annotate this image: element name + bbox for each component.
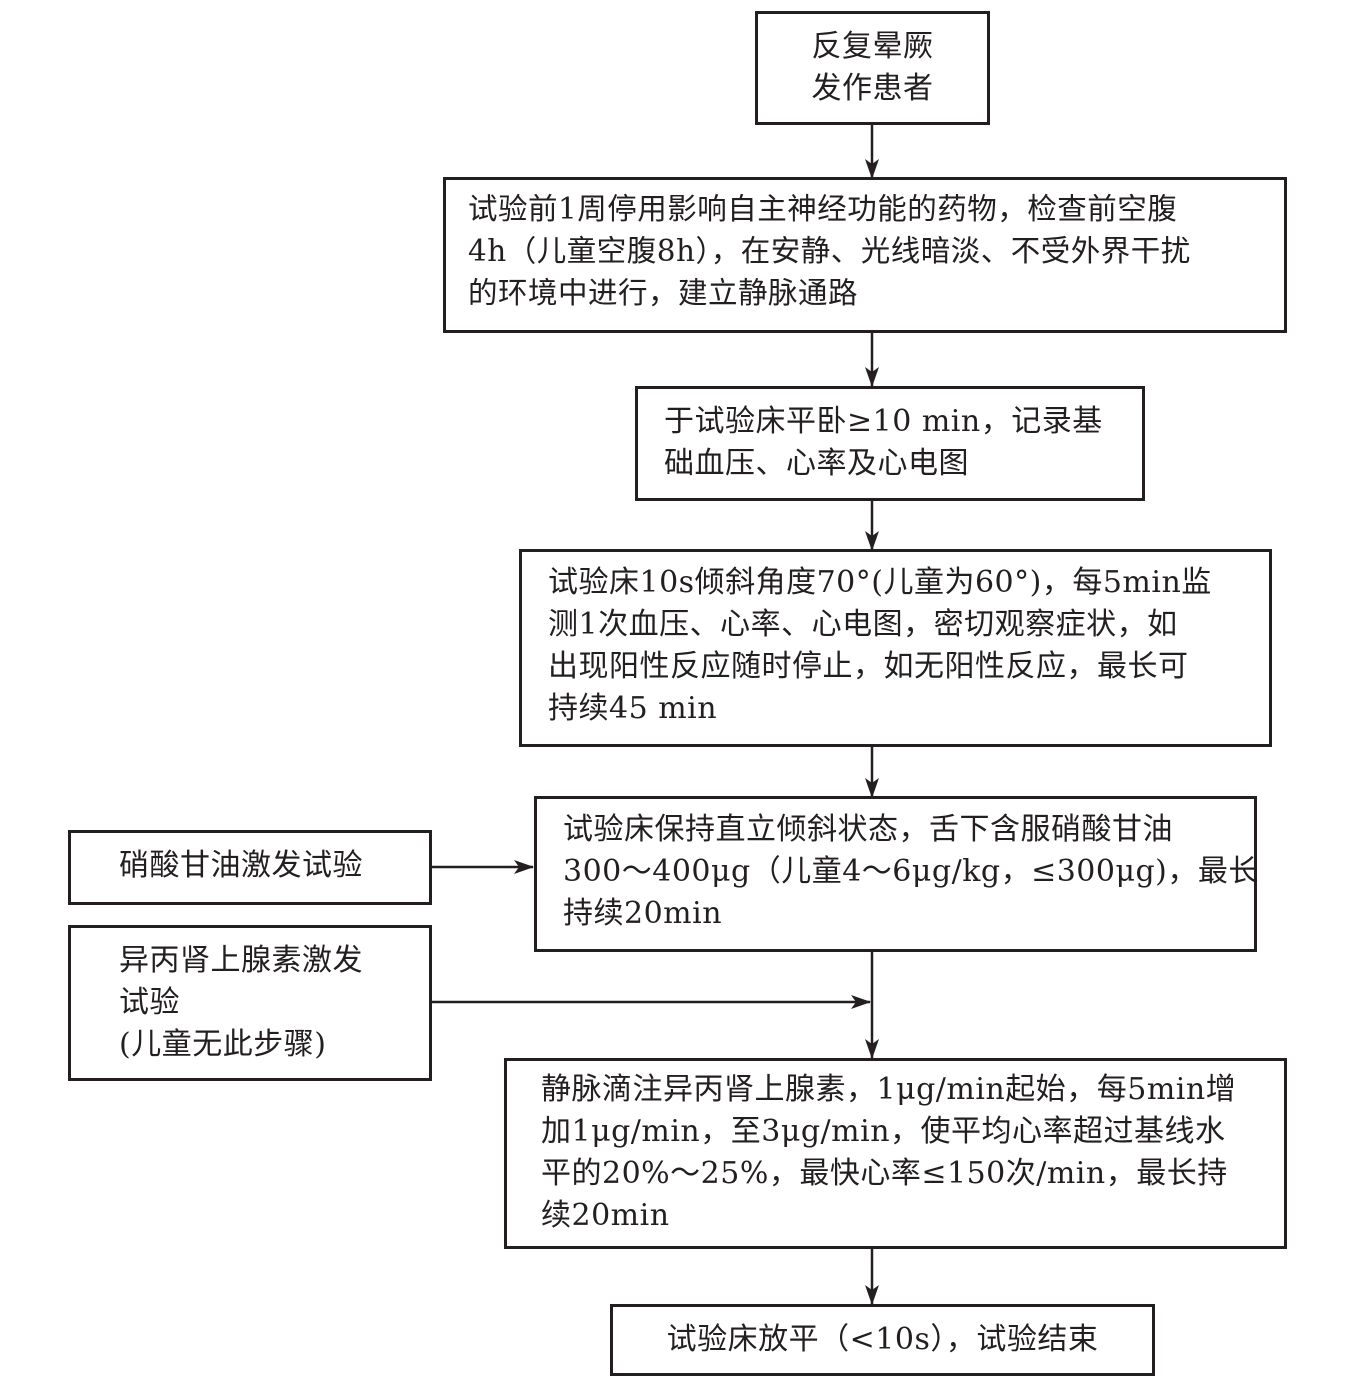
node-start-line-2: 发作患者 — [811, 71, 934, 106]
node-prep-line-2: 4h（儿童空腹8h），在安静、光线暗淡、不受外界干扰 — [468, 234, 1191, 268]
node-prep-line-1: 试验前1周停用影响自主神经功能的药物，检查前空腹 — [468, 192, 1178, 226]
node-start-line-1: 反复晕厥 — [811, 29, 934, 64]
node-iso-step-line-2: 加1μg/min，至3μg/min，使平均心率超过基线水 — [541, 1114, 1226, 1149]
node-nitro-test: 硝酸甘油激发试验 — [68, 830, 432, 905]
node-tilt-line-1: 试验床10s倾斜角度70°(儿童为60°)，每5min监 — [548, 565, 1212, 600]
node-nitro-step: 试验床保持直立倾斜状态，舌下含服硝酸甘油 300～400μg（儿童4～6μg/k… — [534, 796, 1259, 952]
node-iso-test: 异丙肾上腺素激发 试验 (儿童无此步骤) — [68, 925, 432, 1081]
node-iso-step-line-4: 续20min — [541, 1198, 670, 1233]
node-tilt-line-4: 持续45 min — [548, 691, 718, 726]
node-iso-step: 静脉滴注异丙肾上腺素，1μg/min起始，每5min增 加1μg/min，至3μ… — [504, 1058, 1287, 1249]
node-tilt-line-2: 测1次血压、心率、心电图，密切观察症状，如 — [548, 607, 1178, 642]
node-baseline: 于试验床平卧≥10 min，记录基 础血压、心率及心电图 — [635, 386, 1145, 501]
node-prep: 试验前1周停用影响自主神经功能的药物，检查前空腹 4h（儿童空腹8h），在安静、… — [443, 177, 1287, 333]
node-iso-step-line-3: 平的20%～25%，最快心率≤150次/min，最长持 — [541, 1156, 1228, 1191]
node-iso-step-line-1: 静脉滴注异丙肾上腺素，1μg/min起始，每5min增 — [541, 1072, 1237, 1107]
node-iso-test-line-3: (儿童无此步骤) — [119, 1027, 327, 1062]
node-nitro-step-line-3: 持续20min — [563, 896, 723, 931]
node-nitro-test-line-1: 硝酸甘油激发试验 — [119, 848, 363, 883]
node-tilt-line-3: 出现阳性反应随时停止，如无阳性反应，最长可 — [548, 649, 1189, 684]
node-baseline-line-2: 础血压、心率及心电图 — [664, 446, 969, 481]
node-end-line-1: 试验床放平（<10s），试验结束 — [666, 1322, 1099, 1357]
node-iso-test-line-1: 异丙肾上腺素激发 — [119, 943, 363, 978]
node-tilt: 试验床10s倾斜角度70°(儿童为60°)，每5min监 测1次血压、心率、心电… — [519, 549, 1272, 747]
node-iso-test-line-2: 试验 — [119, 985, 180, 1020]
node-start: 反复晕厥 发作患者 — [755, 11, 990, 125]
node-end: 试验床放平（<10s），试验结束 — [610, 1304, 1155, 1376]
node-prep-line-3: 的环境中进行，建立静脉通路 — [468, 276, 859, 310]
node-nitro-step-line-1: 试验床保持直立倾斜状态，舌下含服硝酸甘油 — [563, 812, 1173, 847]
node-baseline-line-1: 于试验床平卧≥10 min，记录基 — [664, 404, 1103, 439]
node-nitro-step-line-2: 300～400μg（儿童4～6μg/kg，≤300μg)，最长 — [563, 854, 1259, 889]
